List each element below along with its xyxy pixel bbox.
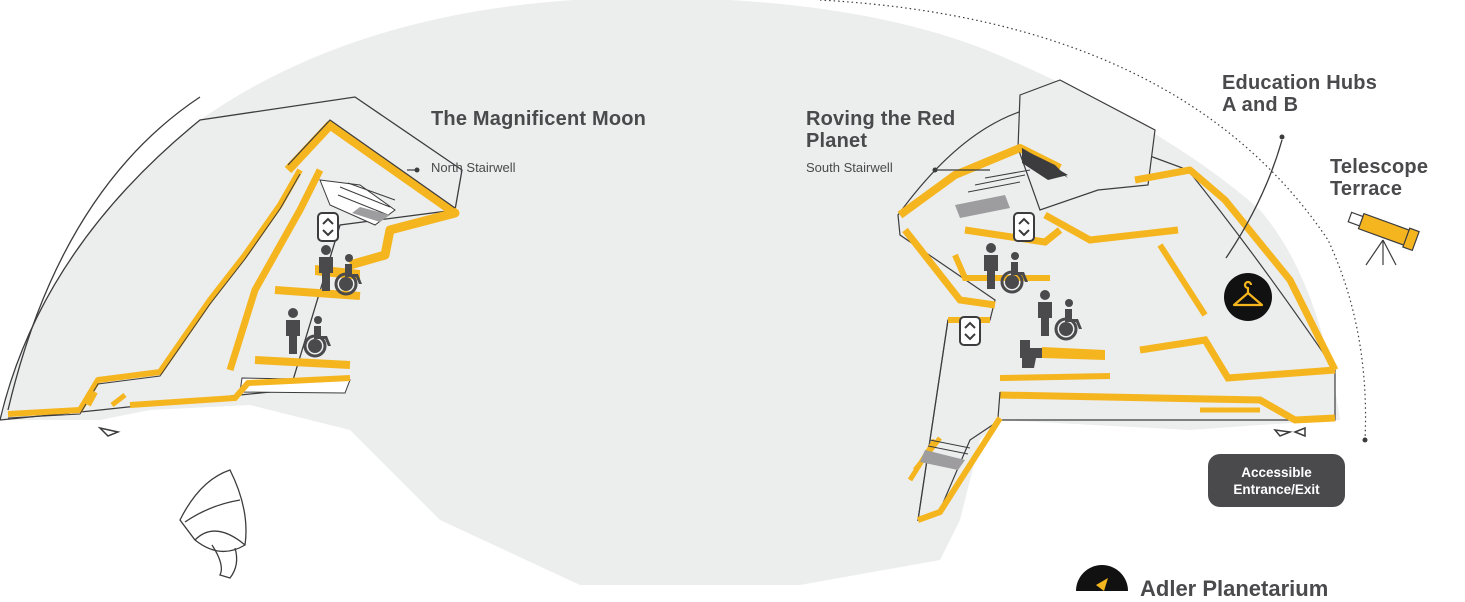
telescope-terrace-label: Telescope Terrace xyxy=(1330,156,1429,200)
south-stairwell-label: South Stairwell xyxy=(806,160,893,175)
adler-logo-icon xyxy=(1076,565,1128,591)
moon-exhibit-title: The Magnificent Moon xyxy=(431,108,647,130)
left-wing xyxy=(0,96,463,437)
elevator-icon xyxy=(959,316,981,346)
elevator-icon xyxy=(1013,212,1035,242)
accessible-entrance-badge: Accessible Entrance/Exit xyxy=(1208,454,1345,507)
right-wing xyxy=(897,79,1339,523)
entrance-marker-icon xyxy=(97,426,121,437)
accessible-entrance-label: Accessible Entrance/Exit xyxy=(1233,464,1320,497)
entrance-marker-icon xyxy=(1273,426,1306,438)
mars-exhibit-title: Roving the Red Planet xyxy=(806,108,956,152)
coat-check-icon xyxy=(1224,273,1272,321)
north-stairwell-label: North Stairwell xyxy=(431,160,516,175)
elevator-icon xyxy=(317,212,339,242)
telescope-icon xyxy=(1347,211,1420,252)
toilet-icon xyxy=(1020,340,1042,368)
education-hubs-label: Education Hubs A and B xyxy=(1222,72,1378,116)
brand-name: Adler Planetarium xyxy=(1140,576,1329,601)
sculpture-icon xyxy=(179,469,247,579)
